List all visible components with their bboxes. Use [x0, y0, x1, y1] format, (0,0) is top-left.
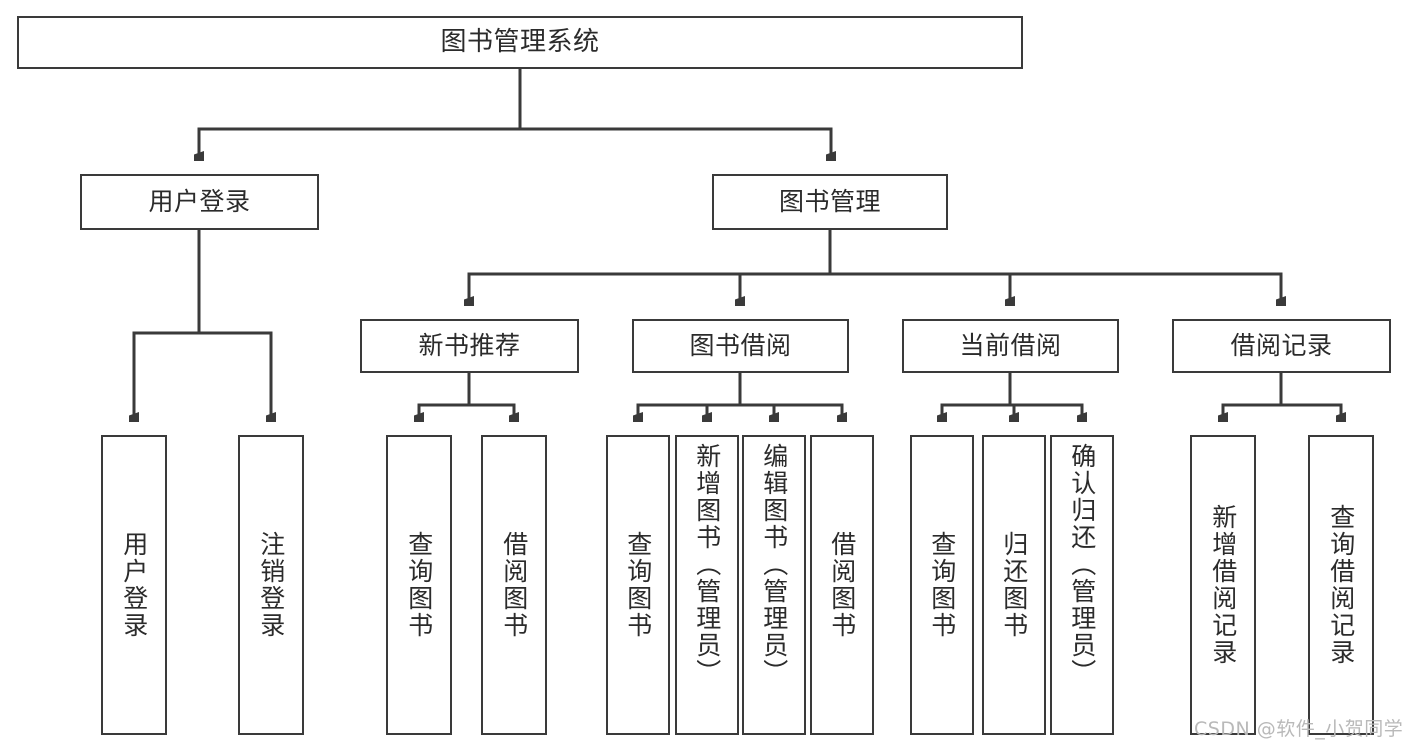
node-root[interactable]: 图书管理系统	[17, 16, 1023, 69]
node-leaf-borrow-book-new-label: 借阅图书	[499, 531, 529, 639]
node-book-borrow[interactable]: 图书借阅	[632, 319, 849, 373]
edge-group-current-borrow	[942, 371, 1082, 413]
node-leaf-user-login-label: 用户登录	[119, 531, 149, 639]
node-leaf-user-login[interactable]: 用户登录	[101, 435, 167, 735]
node-leaf-add-record-label: 新增借阅记录	[1208, 504, 1238, 666]
node-leaf-query-book-current[interactable]: 查询图书	[910, 435, 974, 735]
node-new-book-recommend-label: 新书推荐	[418, 330, 521, 360]
node-book-manage[interactable]: 图书管理	[712, 174, 948, 230]
edge-group-user-login	[134, 228, 271, 413]
node-leaf-user-logout-label: 注销登录	[256, 531, 286, 639]
node-leaf-query-book-new-label: 查询图书	[404, 531, 434, 639]
node-current-borrow[interactable]: 当前借阅	[902, 319, 1119, 373]
node-book-manage-label: 图书管理	[778, 186, 881, 216]
node-leaf-borrow-book-new[interactable]: 借阅图书	[481, 435, 547, 735]
csdn-watermark: CSDN @软件_小贺同学	[1194, 714, 1403, 741]
node-leaf-borrow-book-label: 借阅图书	[827, 531, 857, 639]
node-leaf-add-record[interactable]: 新增借阅记录	[1190, 435, 1256, 735]
node-leaf-edit-book[interactable]: 编辑图书（管理员）	[742, 435, 806, 735]
csdn-watermark-text: CSDN @软件_小贺同学	[1194, 718, 1404, 740]
node-leaf-borrow-book[interactable]: 借阅图书	[810, 435, 874, 735]
node-leaf-query-book-borrow[interactable]: 查询图书	[606, 435, 670, 735]
node-leaf-confirm-return-label: 确认归还（管理员）	[1067, 443, 1097, 686]
node-leaf-query-book-new[interactable]: 查询图书	[386, 435, 452, 735]
node-leaf-return-book-label: 归还图书	[999, 531, 1029, 639]
edge-group-root	[199, 67, 831, 152]
edge-group-book-borrow	[638, 371, 842, 413]
node-user-login-label: 用户登录	[148, 186, 251, 216]
node-leaf-add-book[interactable]: 新增图书（管理员）	[675, 435, 739, 735]
node-new-book-recommend[interactable]: 新书推荐	[360, 319, 579, 373]
edge-group-new-book-recommend	[419, 371, 514, 413]
node-leaf-add-book-label: 新增图书（管理员）	[692, 443, 722, 686]
node-current-borrow-label: 当前借阅	[959, 330, 1062, 360]
node-leaf-query-record[interactable]: 查询借阅记录	[1308, 435, 1374, 735]
edge-group-book-manage	[469, 228, 1281, 297]
node-book-borrow-label: 图书借阅	[689, 330, 792, 360]
node-borrow-record[interactable]: 借阅记录	[1172, 319, 1391, 373]
node-leaf-query-record-label: 查询借阅记录	[1326, 504, 1356, 666]
node-leaf-query-book-borrow-label: 查询图书	[623, 531, 653, 639]
node-leaf-query-book-current-label: 查询图书	[927, 531, 957, 639]
node-leaf-confirm-return[interactable]: 确认归还（管理员）	[1050, 435, 1114, 735]
node-user-login[interactable]: 用户登录	[80, 174, 319, 230]
node-leaf-return-book[interactable]: 归还图书	[982, 435, 1046, 735]
edge-group-borrow-record	[1223, 371, 1341, 413]
node-borrow-record-label: 借阅记录	[1230, 330, 1333, 360]
node-leaf-user-logout[interactable]: 注销登录	[238, 435, 304, 735]
node-leaf-edit-book-label: 编辑图书（管理员）	[759, 443, 789, 686]
node-root-label: 图书管理系统	[440, 26, 600, 57]
